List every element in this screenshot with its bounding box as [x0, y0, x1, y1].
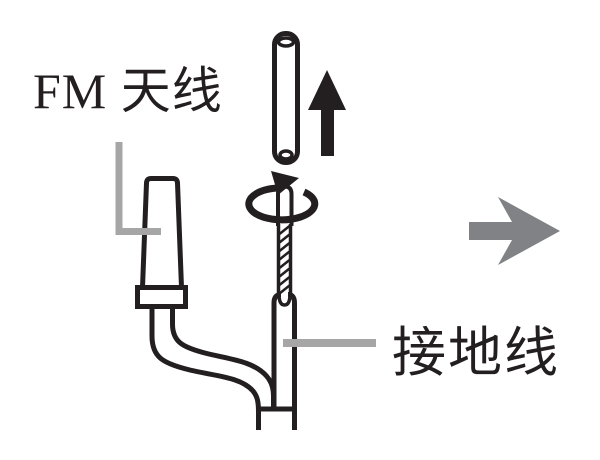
- fm-antenna-label: FM 天线: [33, 63, 223, 119]
- antenna-rod: [272, 31, 300, 165]
- next-step-arrow-icon: [469, 197, 560, 265]
- fm-antenna-plug: [135, 176, 188, 309]
- ground-wire-label: 接地线: [392, 323, 560, 383]
- ground-wire-tube: [258, 292, 297, 430]
- rotation-arrow-icon: [245, 171, 319, 224]
- fm-leader-line: [115, 142, 161, 235]
- threaded-screw: [276, 224, 293, 297]
- up-arrow-icon: [308, 70, 346, 156]
- antenna-cable: [149, 306, 276, 430]
